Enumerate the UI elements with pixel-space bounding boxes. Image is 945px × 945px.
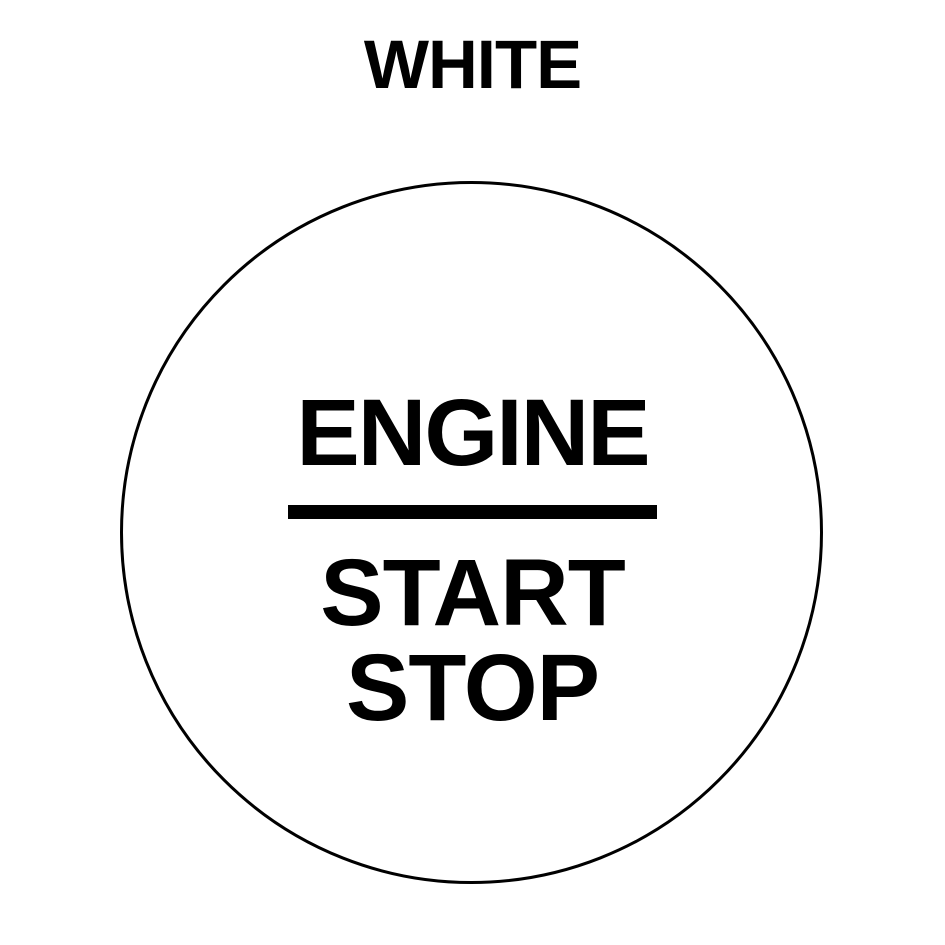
divider-bar [288, 505, 657, 519]
stop-label: STOP [346, 635, 600, 741]
engine-label: ENGINE [296, 380, 650, 486]
start-label: START [320, 540, 626, 646]
engine-start-stop-button[interactable] [120, 181, 823, 884]
color-variant-title: WHITE [363, 26, 582, 103]
